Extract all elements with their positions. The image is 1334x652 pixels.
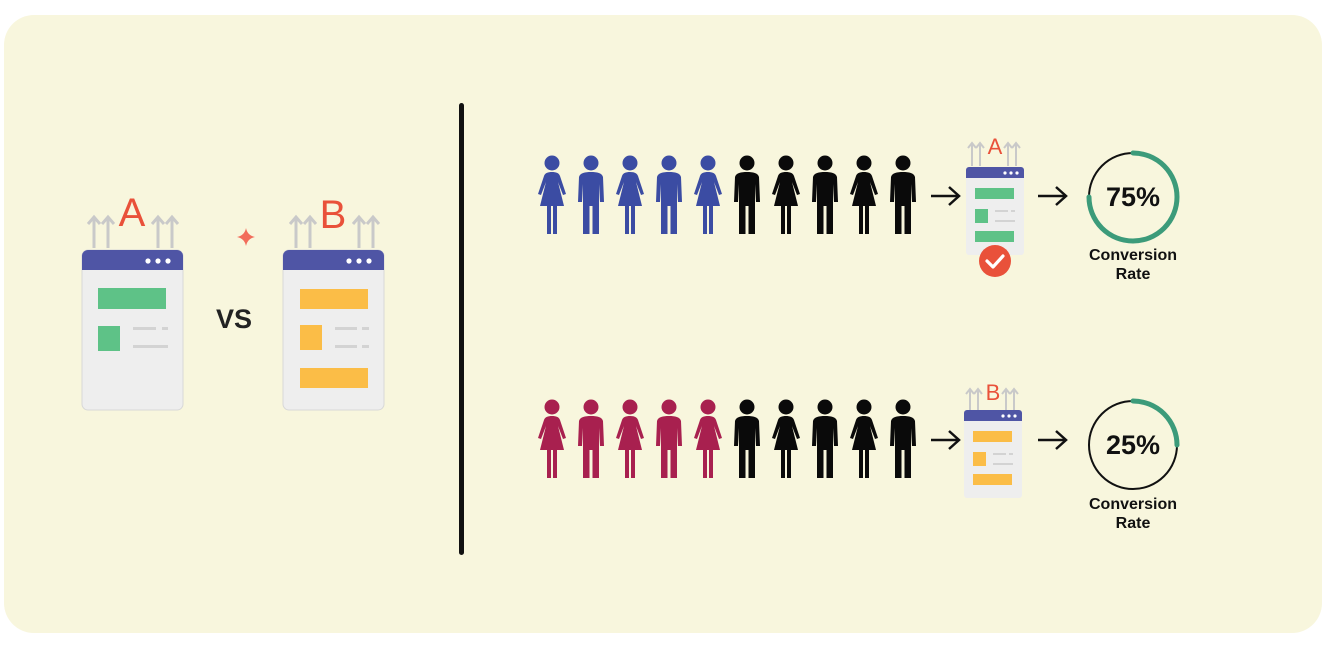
- caption-line: Conversion: [1088, 496, 1177, 513]
- person-icon: [656, 155, 682, 234]
- conversion-gauge-b: [1088, 398, 1180, 490]
- variant-a-window: [81, 215, 184, 411]
- person-icon: [616, 155, 644, 234]
- sparkle-icon: [237, 228, 255, 246]
- person-icon: [656, 399, 682, 478]
- vs-label: VS: [215, 304, 253, 334]
- arrow-right-icon: [931, 186, 961, 206]
- mini-letter-b-svg: B: [986, 380, 1001, 405]
- conversion-gauge-a: [1086, 150, 1180, 244]
- variant-b-mini-window: [964, 387, 1022, 498]
- mini-letter-a-svg: A: [988, 134, 1003, 159]
- variant-a-letter: A: [119, 191, 146, 235]
- vertical-divider: [459, 103, 464, 555]
- conversion-caption-a: Conversion Rate: [1073, 246, 1193, 284]
- infographic-background: [4, 15, 1322, 633]
- person-icon: [694, 399, 722, 478]
- arrow-right-icon: [931, 430, 961, 450]
- person-icon: [578, 155, 604, 234]
- gauge-progress-arc: [1086, 150, 1180, 244]
- caption-line: Conversion: [1088, 247, 1177, 264]
- person-icon: [538, 155, 566, 234]
- person-icon: [850, 155, 878, 234]
- person-icon: [734, 399, 760, 478]
- person-icon: [694, 155, 722, 234]
- audience-group-a: [538, 155, 916, 234]
- conversion-value-b: 25%: [1105, 430, 1161, 460]
- person-icon: [890, 399, 916, 478]
- conversion-value-a: 75%: [1105, 182, 1161, 212]
- person-icon: [538, 399, 566, 478]
- person-icon: [812, 155, 838, 234]
- audience-group-b: [538, 399, 916, 478]
- arrow-right-icon: [1038, 186, 1068, 206]
- person-icon: [890, 155, 916, 234]
- caption-line: Rate: [1115, 266, 1151, 283]
- variant-b-window: [282, 215, 385, 411]
- person-icon: [812, 399, 838, 478]
- variant-a-mini-window: [966, 141, 1024, 277]
- caption-line: Rate: [1115, 515, 1151, 532]
- person-icon: [734, 155, 760, 234]
- person-icon: [772, 155, 800, 234]
- person-icon: [578, 399, 604, 478]
- person-icon: [772, 399, 800, 478]
- person-icon: [850, 399, 878, 478]
- gauge-progress-arc: [1130, 398, 1180, 448]
- mini-letter-a: A: [988, 134, 1003, 159]
- checkmark-badge-icon: [979, 245, 1011, 277]
- variant-b-letter: B: [320, 193, 347, 237]
- conversion-caption-b: Conversion Rate: [1073, 495, 1193, 533]
- mini-letter-b: B: [986, 380, 1001, 405]
- person-icon: [616, 399, 644, 478]
- arrow-right-icon: [1038, 430, 1068, 450]
